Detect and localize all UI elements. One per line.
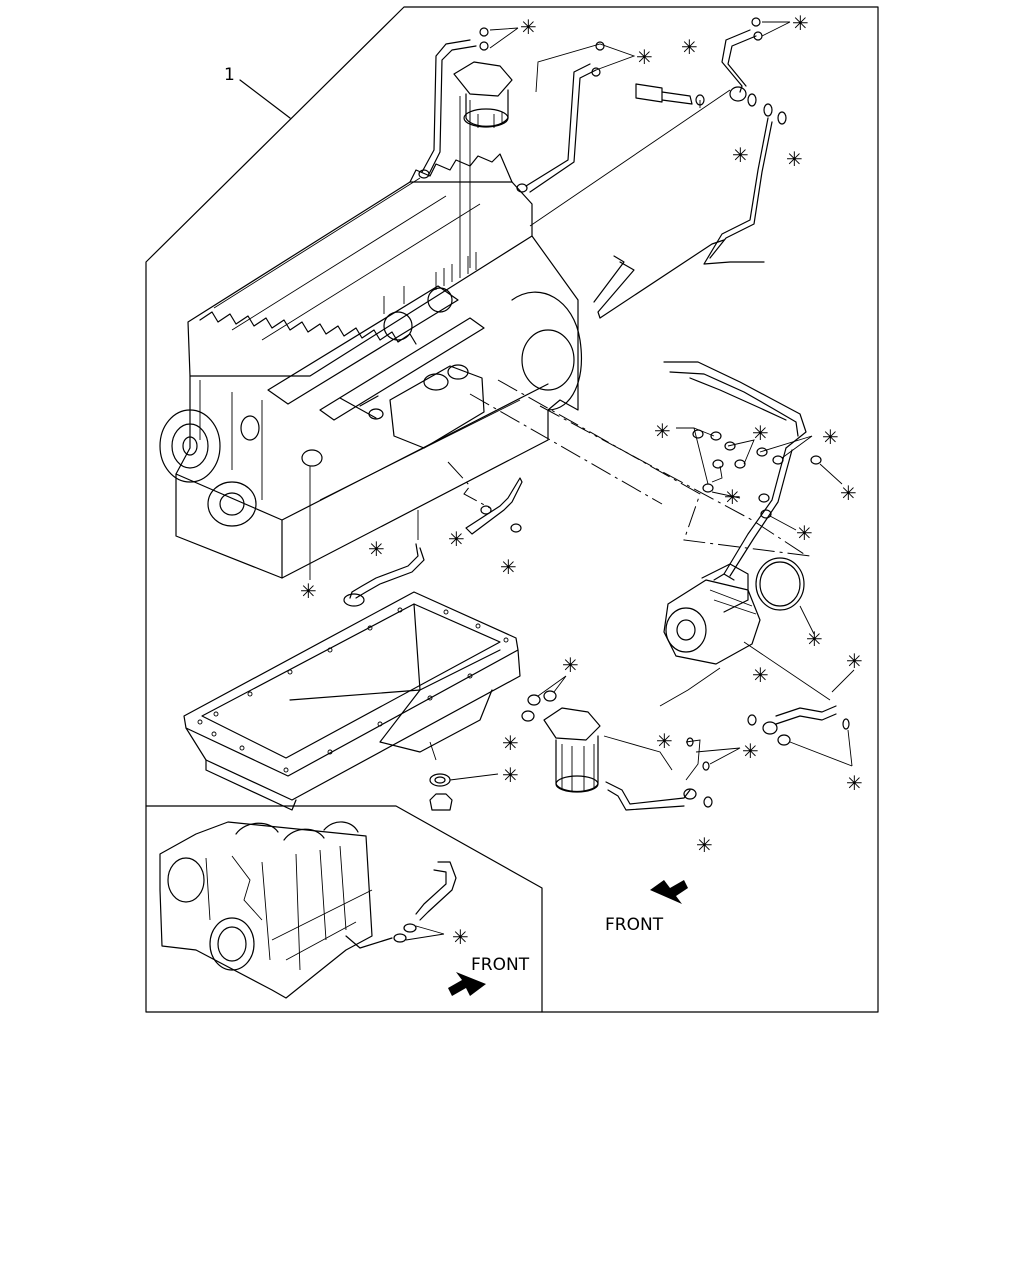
inset-oil-pipe bbox=[419, 861, 457, 921]
marker-symbol: ✳ bbox=[502, 763, 519, 787]
marker-group: ✳ ✳ ✳ ✳ ✳ ✳ ✳ ✳ ✳ ✳ ✳ ✳ ✳ ✳ ✳ ✳ ✳ ✳ ✳ ✳ … bbox=[300, 11, 863, 949]
return-pipe bbox=[721, 29, 751, 93]
marker-symbol: ✳ bbox=[520, 15, 537, 39]
marker-symbol: ✳ bbox=[796, 521, 813, 545]
alignment-line-b bbox=[469, 393, 663, 505]
marker-symbol: ✳ bbox=[681, 35, 698, 59]
marker-symbol: ✳ bbox=[656, 729, 673, 753]
mounting-bracket bbox=[465, 477, 523, 535]
front-label-inset: FRONT bbox=[471, 955, 530, 975]
marker-symbol: ✳ bbox=[846, 649, 863, 673]
oil-pipe bbox=[349, 543, 419, 599]
leak-off-pipe bbox=[597, 239, 725, 319]
arrow-right-up-icon bbox=[448, 972, 486, 996]
alignment-line-c bbox=[539, 405, 805, 555]
washer-cluster bbox=[676, 427, 843, 531]
marker-symbol: ✳ bbox=[696, 833, 713, 857]
marker-symbol: ✳ bbox=[636, 45, 653, 69]
marker-symbol: ✳ bbox=[452, 925, 469, 949]
fuel-filter-bottom bbox=[543, 707, 673, 793]
marker-symbol: ✳ bbox=[654, 419, 671, 443]
marker-symbol: ✳ bbox=[724, 485, 741, 509]
block-o-ring bbox=[301, 449, 323, 580]
marker-symbol: ✳ bbox=[792, 11, 809, 35]
fuel-filter-top bbox=[453, 61, 513, 268]
marker-symbol: ✳ bbox=[806, 627, 823, 651]
engine-block bbox=[159, 153, 582, 579]
supply-pump bbox=[659, 557, 831, 707]
fuel-pipe-left bbox=[421, 39, 471, 173]
drain-plug bbox=[429, 793, 453, 811]
inset-frame bbox=[145, 805, 543, 1013]
marker-symbol: ✳ bbox=[742, 739, 759, 763]
alignment-line-a bbox=[497, 379, 811, 557]
filter-feed-pipe bbox=[605, 781, 691, 805]
marker-symbol: ✳ bbox=[562, 653, 579, 677]
callout-number: 1 bbox=[224, 65, 235, 85]
marker-symbol: ✳ bbox=[500, 555, 517, 579]
fuel-pipe-middle bbox=[525, 63, 591, 187]
marker-symbol: ✳ bbox=[846, 771, 863, 795]
fuel-pipe-middle-b bbox=[529, 69, 597, 193]
drain-washer bbox=[429, 773, 451, 787]
oil-pan bbox=[183, 591, 521, 811]
callout-leader bbox=[239, 79, 291, 119]
marker-symbol: ✳ bbox=[752, 663, 769, 687]
pressure-sensor bbox=[635, 83, 747, 106]
inset-cylinder-block bbox=[159, 821, 393, 999]
marker-symbol: ✳ bbox=[502, 731, 519, 755]
marker-symbol: ✳ bbox=[786, 147, 803, 171]
injection-pipe-bundle bbox=[663, 361, 807, 449]
marker-symbol: ✳ bbox=[448, 527, 465, 551]
marker-symbol: ✳ bbox=[732, 143, 749, 167]
arrow-left-down-icon bbox=[650, 880, 688, 904]
marker-symbol: ✳ bbox=[752, 421, 769, 445]
front-label-main: FRONT bbox=[605, 915, 664, 935]
fuel-pipe-left-b bbox=[427, 45, 477, 177]
marker-symbol: ✳ bbox=[368, 537, 385, 561]
marker-symbol: ✳ bbox=[840, 481, 857, 505]
diagram-frame bbox=[145, 6, 879, 1013]
marker-symbol: ✳ bbox=[300, 579, 317, 603]
marker-symbol: ✳ bbox=[822, 425, 839, 449]
